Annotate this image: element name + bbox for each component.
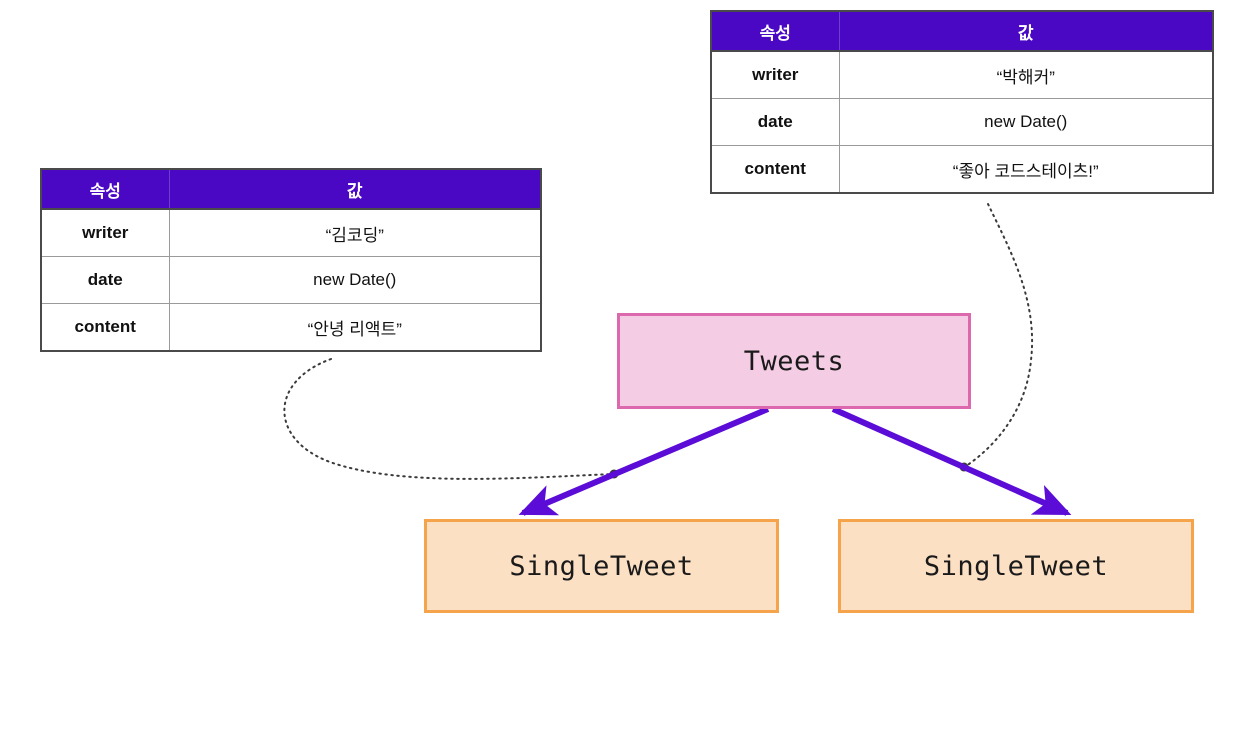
row-key-date: date (711, 98, 840, 146)
data-link-left-endpoint (609, 469, 619, 479)
table-header-value: 값 (838, 10, 1214, 52)
component-node-single-tweet-2[interactable]: SingleTweet (838, 519, 1194, 613)
table-row: writer “김코딩” (41, 208, 541, 257)
row-value-writer: “김코딩” (169, 208, 541, 257)
table-header-row: 속성 값 (40, 168, 542, 210)
table-header-row: 속성 값 (710, 10, 1214, 52)
row-key-date: date (41, 256, 170, 304)
data-link-right-endpoint (959, 462, 969, 472)
table-row: date new Date() (41, 256, 541, 304)
component-node-single-tweet-1-label: SingleTweet (509, 550, 694, 582)
row-key-writer: writer (711, 50, 840, 99)
data-link-right (965, 203, 1034, 467)
table-row: writer “박해커” (711, 50, 1213, 99)
row-value-date: new Date() (169, 256, 541, 304)
data-link-left (283, 358, 614, 480)
table-header-attribute: 속성 (710, 10, 840, 52)
row-value-writer: “박해커” (839, 50, 1213, 99)
component-node-tweets[interactable]: Tweets (617, 313, 971, 409)
row-key-writer: writer (41, 208, 170, 257)
component-node-single-tweet-1[interactable]: SingleTweet (424, 519, 779, 613)
row-value-date: new Date() (839, 98, 1213, 146)
props-table-left: 속성 값 writer “김코딩” date new Date() conten… (40, 168, 542, 352)
table-header-attribute: 속성 (40, 168, 170, 210)
row-value-content: “좋아 코드스테이츠!” (839, 145, 1213, 193)
component-node-single-tweet-2-label: SingleTweet (923, 550, 1109, 582)
table-row: content “좋아 코드스테이츠!” (711, 145, 1213, 193)
table-header-value: 값 (168, 168, 542, 210)
component-node-tweets-label: Tweets (743, 345, 845, 377)
arrow-tweets-to-single-tweet-2 (831, 406, 1072, 516)
row-key-content: content (711, 145, 840, 193)
table-row: date new Date() (711, 98, 1213, 146)
row-value-content: “안녕 리액트” (169, 303, 541, 351)
table-row: content “안녕 리액트” (41, 303, 541, 351)
props-table-right: 속성 값 writer “박해커” date new Date() conten… (710, 10, 1214, 194)
arrow-tweets-to-single-tweet-1 (518, 406, 770, 516)
row-key-content: content (41, 303, 170, 351)
